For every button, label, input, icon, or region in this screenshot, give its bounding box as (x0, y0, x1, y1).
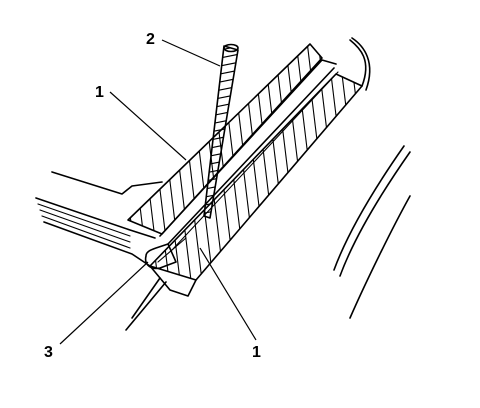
hatch-line (255, 74, 297, 280)
hatch-line (268, 44, 310, 234)
probe-stripe (204, 75, 238, 89)
hatch-line (246, 44, 288, 234)
callout-1-upper: 1 (95, 84, 104, 101)
callout-2: 2 (146, 31, 155, 48)
hatch-line (346, 0, 386, 330)
hatch-line (335, 0, 375, 330)
hatch-line (128, 44, 156, 234)
hatch-line (377, 0, 417, 330)
hatch-line (310, 74, 352, 280)
hatch-line (257, 44, 299, 234)
hatch-line (379, 0, 419, 330)
probe-stripe (204, 171, 238, 185)
lower-seal-strip (80, 0, 450, 330)
hatch-line (321, 74, 362, 280)
lower-seal-hatching (80, 0, 450, 330)
hatch-line (150, 74, 187, 280)
hatch-line (301, 44, 322, 234)
hatch-line (290, 44, 322, 234)
left-panel (35, 171, 163, 267)
leader-1-upper (109, 91, 187, 161)
hatch-line (150, 74, 154, 280)
hatch-line (102, 0, 142, 330)
channel-lines (159, 59, 339, 251)
hatch-line (299, 74, 341, 280)
hatch-line (150, 74, 176, 280)
hatch-line (224, 44, 266, 234)
probe-stripe (204, 91, 238, 105)
callout-1-lower: 1 (252, 344, 261, 361)
hatch-line (399, 0, 439, 330)
probe-stripe (204, 83, 238, 97)
door-window-edge (333, 145, 411, 319)
probe-stripe (204, 46, 238, 57)
hatch-line (211, 74, 253, 280)
hatch-line (388, 0, 428, 330)
hatch-line (128, 44, 167, 234)
hatch-line (266, 74, 308, 280)
hatch-line (233, 74, 275, 280)
hatch-line (71, 0, 111, 330)
hatch-line (410, 0, 450, 330)
hatch-line (82, 0, 122, 330)
outer-body-edge (125, 37, 371, 331)
hatch-line (128, 44, 134, 234)
hatch-line (180, 44, 222, 234)
hatch-line (158, 44, 200, 234)
hatch-line (60, 0, 100, 330)
probe-stripe (204, 211, 238, 218)
hatch-line (136, 44, 178, 234)
hatch-line (91, 0, 131, 330)
upper-seal-strip (60, 0, 419, 330)
probe-stripe (204, 123, 238, 137)
leader-3 (59, 261, 149, 345)
probe-stripe (204, 99, 238, 113)
hatch-line (167, 74, 209, 280)
hatch-line (169, 44, 211, 234)
probe-stripe (204, 139, 238, 153)
hatch-line (80, 0, 120, 330)
leader-1-lower (199, 247, 257, 341)
probe-stripe (204, 131, 238, 145)
leader-lines (59, 39, 257, 345)
hatch-line (277, 74, 319, 280)
hatch-line (324, 0, 364, 330)
hatch-line (312, 44, 322, 234)
hatch-line (354, 74, 362, 280)
probe-stripe (204, 147, 238, 161)
probe-stripe (204, 115, 238, 129)
callout-3: 3 (44, 344, 53, 361)
upper-seal-hatching (60, 0, 419, 330)
probe-stripe (204, 107, 238, 121)
probe-stripe (204, 51, 238, 65)
hatch-line (366, 0, 406, 330)
hatch-line (128, 44, 145, 234)
leader-2 (161, 39, 221, 67)
probe-stripe (204, 179, 238, 193)
